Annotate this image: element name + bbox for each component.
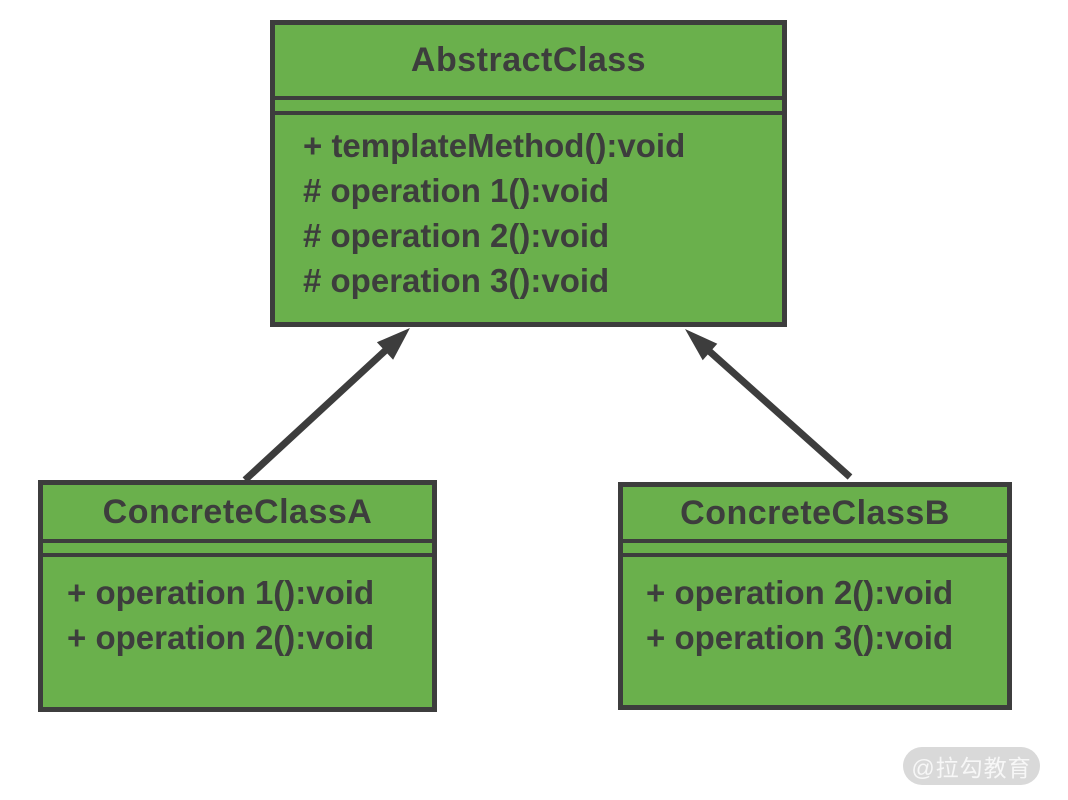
attributes-compartment-abstractclass [275,96,782,115]
method-line: # operation 1():void [303,172,610,209]
method-line: + operation 1():void [67,574,375,611]
method-line: + operation 2():void [646,574,954,611]
method-line: + operation 3():void [646,619,954,656]
method-line: # operation 2():void [303,217,610,254]
watermark-badge: @拉勾教育 [903,747,1040,785]
class-box-abstractclass: AbstractClass + templateMethod():void # … [270,20,787,327]
method-line: # operation 3():void [303,262,610,299]
methods-compartment-abstractclass: + templateMethod():void # operation 1():… [275,115,782,322]
class-name-concreteclassa: ConcreteClassA [102,492,373,531]
class-box-concreteclassb: ConcreteClassB + operation 2():void + op… [618,482,1012,710]
methods-compartment-concreteclassa: + operation 1():void + operation 2():voi… [43,557,432,707]
methods-compartment-concreteclassb: + operation 2():void + operation 3():voi… [623,557,1007,705]
class-name-abstractclass: AbstractClass [410,41,647,79]
class-box-concreteclassa: ConcreteClassA + operation 1():void + op… [38,480,437,712]
method-line: + templateMethod():void [303,127,686,164]
attributes-compartment-concreteclassb [623,539,1007,557]
inheritance-arrow-b-to-abstract [685,329,853,480]
inheritance-arrow-a-to-abstract [242,328,410,483]
attributes-compartment-concreteclassa [43,539,432,557]
method-line: + operation 2():void [67,619,375,656]
class-name-concreteclassb: ConcreteClassB [680,493,950,532]
